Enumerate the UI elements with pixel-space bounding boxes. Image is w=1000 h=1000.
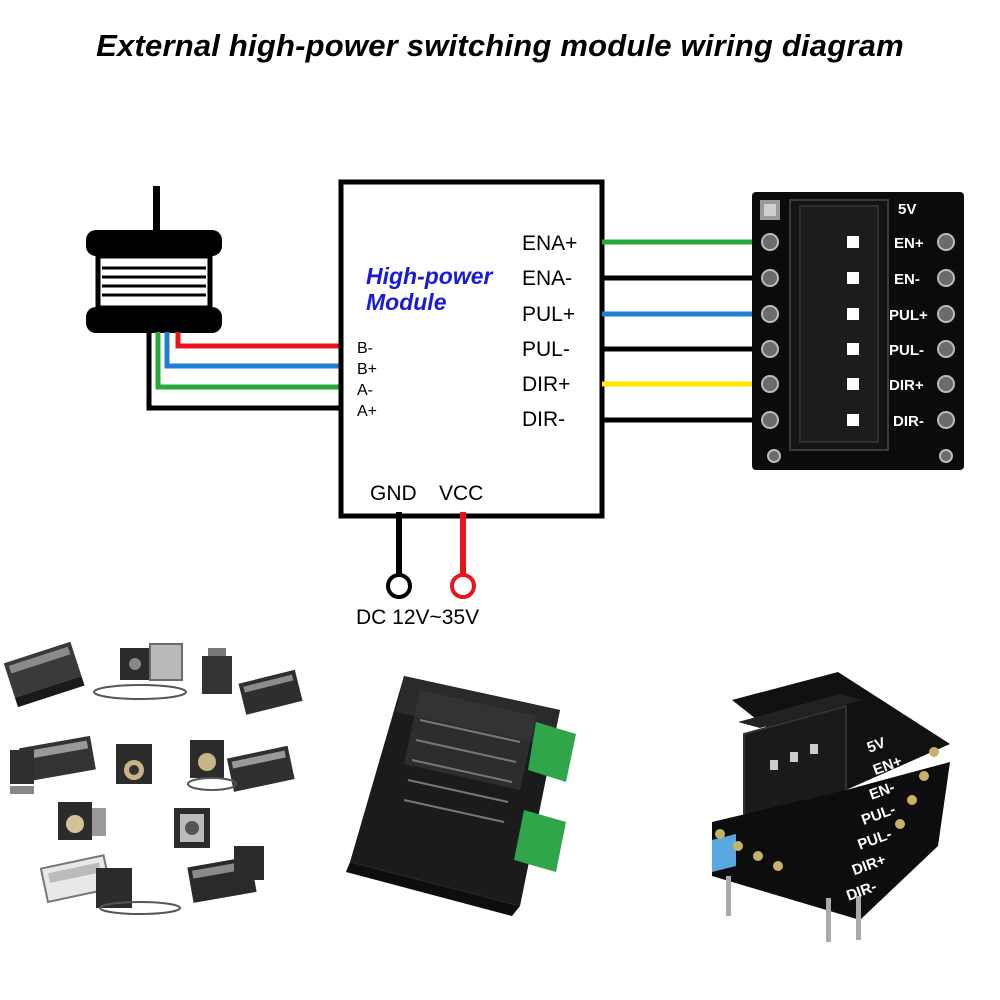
wire-red (175, 332, 340, 349)
adapter-board-photo (712, 672, 950, 942)
adapter-pin-pul-minus: PUL- (889, 342, 924, 359)
motor-wires (146, 332, 340, 411)
pin-label-dir-minus: DIR- (522, 408, 565, 431)
wire-green (155, 332, 340, 390)
motor-pin-labels: B- B+ A- A+ (357, 340, 377, 420)
pin-label-b-minus: B- (357, 340, 373, 357)
pin-label-pul-plus: PUL+ (522, 303, 575, 326)
pin-label-pul-minus: PUL- (522, 338, 570, 361)
adapter-voltage-label: 5V (898, 201, 916, 218)
adapter-pin-labels: EN+ EN- PUL+ PUL- DIR+ DIR- (889, 235, 928, 430)
wire-blue (164, 332, 340, 369)
power-supply-label: DC 12V~35V (356, 606, 479, 629)
signal-pin-labels: ENA+ ENA- PUL+ PUL- DIR+ DIR- (522, 232, 577, 431)
pin-label-a-minus: A- (357, 382, 373, 399)
vcc-terminal (450, 573, 476, 599)
adapter-pin-en-plus: EN+ (894, 235, 924, 252)
pin-label-b-plus: B+ (357, 361, 377, 378)
adapter-pin-dir-minus: DIR- (893, 413, 924, 430)
power-leads (386, 512, 476, 599)
module-name-line1: High-power (366, 263, 494, 289)
pin-label-gnd: GND (370, 482, 417, 505)
adapter-pin-dir-plus: DIR+ (889, 377, 924, 394)
pin-label-vcc: VCC (439, 482, 483, 505)
module-name-line2: Module (366, 289, 447, 315)
adapter-pin-en-minus: EN- (894, 271, 920, 288)
pin-label-ena-plus: ENA+ (522, 232, 577, 255)
adapter-pin-pul-plus: PUL+ (889, 307, 928, 324)
diagram-title: External high-power switching module wir… (96, 28, 904, 63)
high-power-module (338, 179, 605, 519)
adapter-board (752, 192, 964, 470)
pin-label-dir-plus: DIR+ (522, 373, 570, 396)
stepper-driver-photo-icon (346, 676, 576, 916)
photo-adapter-voltage: 5V (865, 734, 888, 756)
stepper-motor-icon (86, 186, 222, 333)
pin-label-a-plus: A+ (357, 403, 377, 420)
stepper-products-collage-icon (3, 641, 303, 915)
wire-black (146, 332, 340, 411)
gnd-terminal (386, 573, 412, 599)
pin-label-ena-minus: ENA- (522, 267, 572, 290)
